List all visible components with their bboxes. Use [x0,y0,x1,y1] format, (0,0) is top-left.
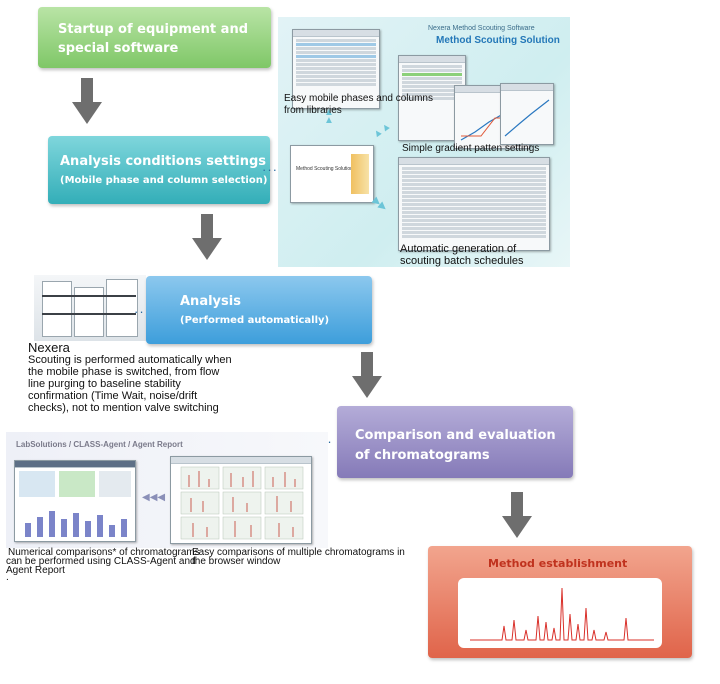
scouting-arrow-diag-up: ▲▲ [370,120,394,141]
class-agent-screenshot [14,460,136,542]
step-comparison-line2: of chromatograms [355,448,490,463]
labsolutions-header: LabSolutions / CLASS-Agent / Agent Repor… [16,440,183,449]
scouting-arrow-up: ▲▲ [324,107,334,126]
library-screenshot [292,29,380,109]
step-method-box: Method establishment [428,546,692,658]
nexera-desc-3: line purging to baseline stability [28,378,181,390]
step-comparison-line1: Comparison and evaluation [355,428,556,443]
labsolutions-arrows: ◀◀◀ [142,492,166,503]
caption-batch-1: Automatic generation of [400,243,517,255]
step-conditions-line2: (Mobile phase and column selection) [60,175,268,186]
caption-numerical-3: Agent Report [6,565,65,576]
step-conditions-box: Analysis conditions settings (Mobile pha… [48,136,270,204]
step-comparison-box: Comparison and evaluation of chromatogra… [337,406,573,478]
gradient-screenshot-front [500,83,554,145]
step-analysis-line1: Analysis [180,294,241,309]
step-startup-line1: Startup of equipment and [58,22,249,37]
step-conditions-line1: Analysis conditions settings [60,154,266,169]
browser-screenshot [170,456,312,544]
nexera-desc-1: Scouting is performed automatically when [28,354,232,366]
caption-libraries-2: from libraries [284,105,342,116]
caption-numerical-1: Numerical comparisons* of chromatograms [8,547,200,558]
caption-numerical-extra: . [6,572,9,583]
scouting-panel: Nexera Method Scouting Software Method S… [278,17,570,267]
down-arrow-4 [502,492,532,538]
nexera-desc-4: confirmation (Time Wait, noise/drift [28,390,198,402]
splash-screenshot: Method Scouting Solution [290,145,374,203]
down-arrow-2 [192,214,222,260]
step-method-title: Method establishment [488,557,628,570]
step-startup-box: Startup of equipment and special softwar… [38,7,271,68]
labsolutions-panel: LabSolutions / CLASS-Agent / Agent Repor… [6,432,328,548]
splash-label: Method Scouting Solution [296,166,353,172]
chromatogram-frame [458,578,662,648]
scouting-product: Method Scouting Solution [436,35,560,46]
batch-screenshot [398,157,550,251]
nexera-desc-2: the mobile phase is switched, from flow [28,366,220,378]
nexera-title: Nexera [28,340,70,355]
caption-browser-2: the browser window [192,556,281,567]
step-analysis-line2: (Performed automatically) [180,315,330,326]
caption-browser-1: Easy comparisons of multiple chromatogra… [192,547,405,558]
down-arrow-3 [352,352,382,398]
down-arrow-1 [72,78,102,124]
nexera-desc-5: checks), not to mention valve switching [28,402,219,414]
chromatogram-trace [470,587,654,641]
nexera-instrument-image [34,275,146,341]
scouting-brand: Nexera Method Scouting Software [428,25,535,32]
caption-batch-2: scouting batch schedules [400,255,524,267]
step-startup-line2: special software [58,41,179,56]
caption-numerical-2: can be performed using CLASS-Agent and [6,556,196,567]
step-analysis-box: Analysis (Performed automatically) [146,276,372,344]
caption-gradient: Simple gradient patten settings [402,143,540,154]
caption-libraries-1: Easy mobile phases and columns [284,93,433,104]
